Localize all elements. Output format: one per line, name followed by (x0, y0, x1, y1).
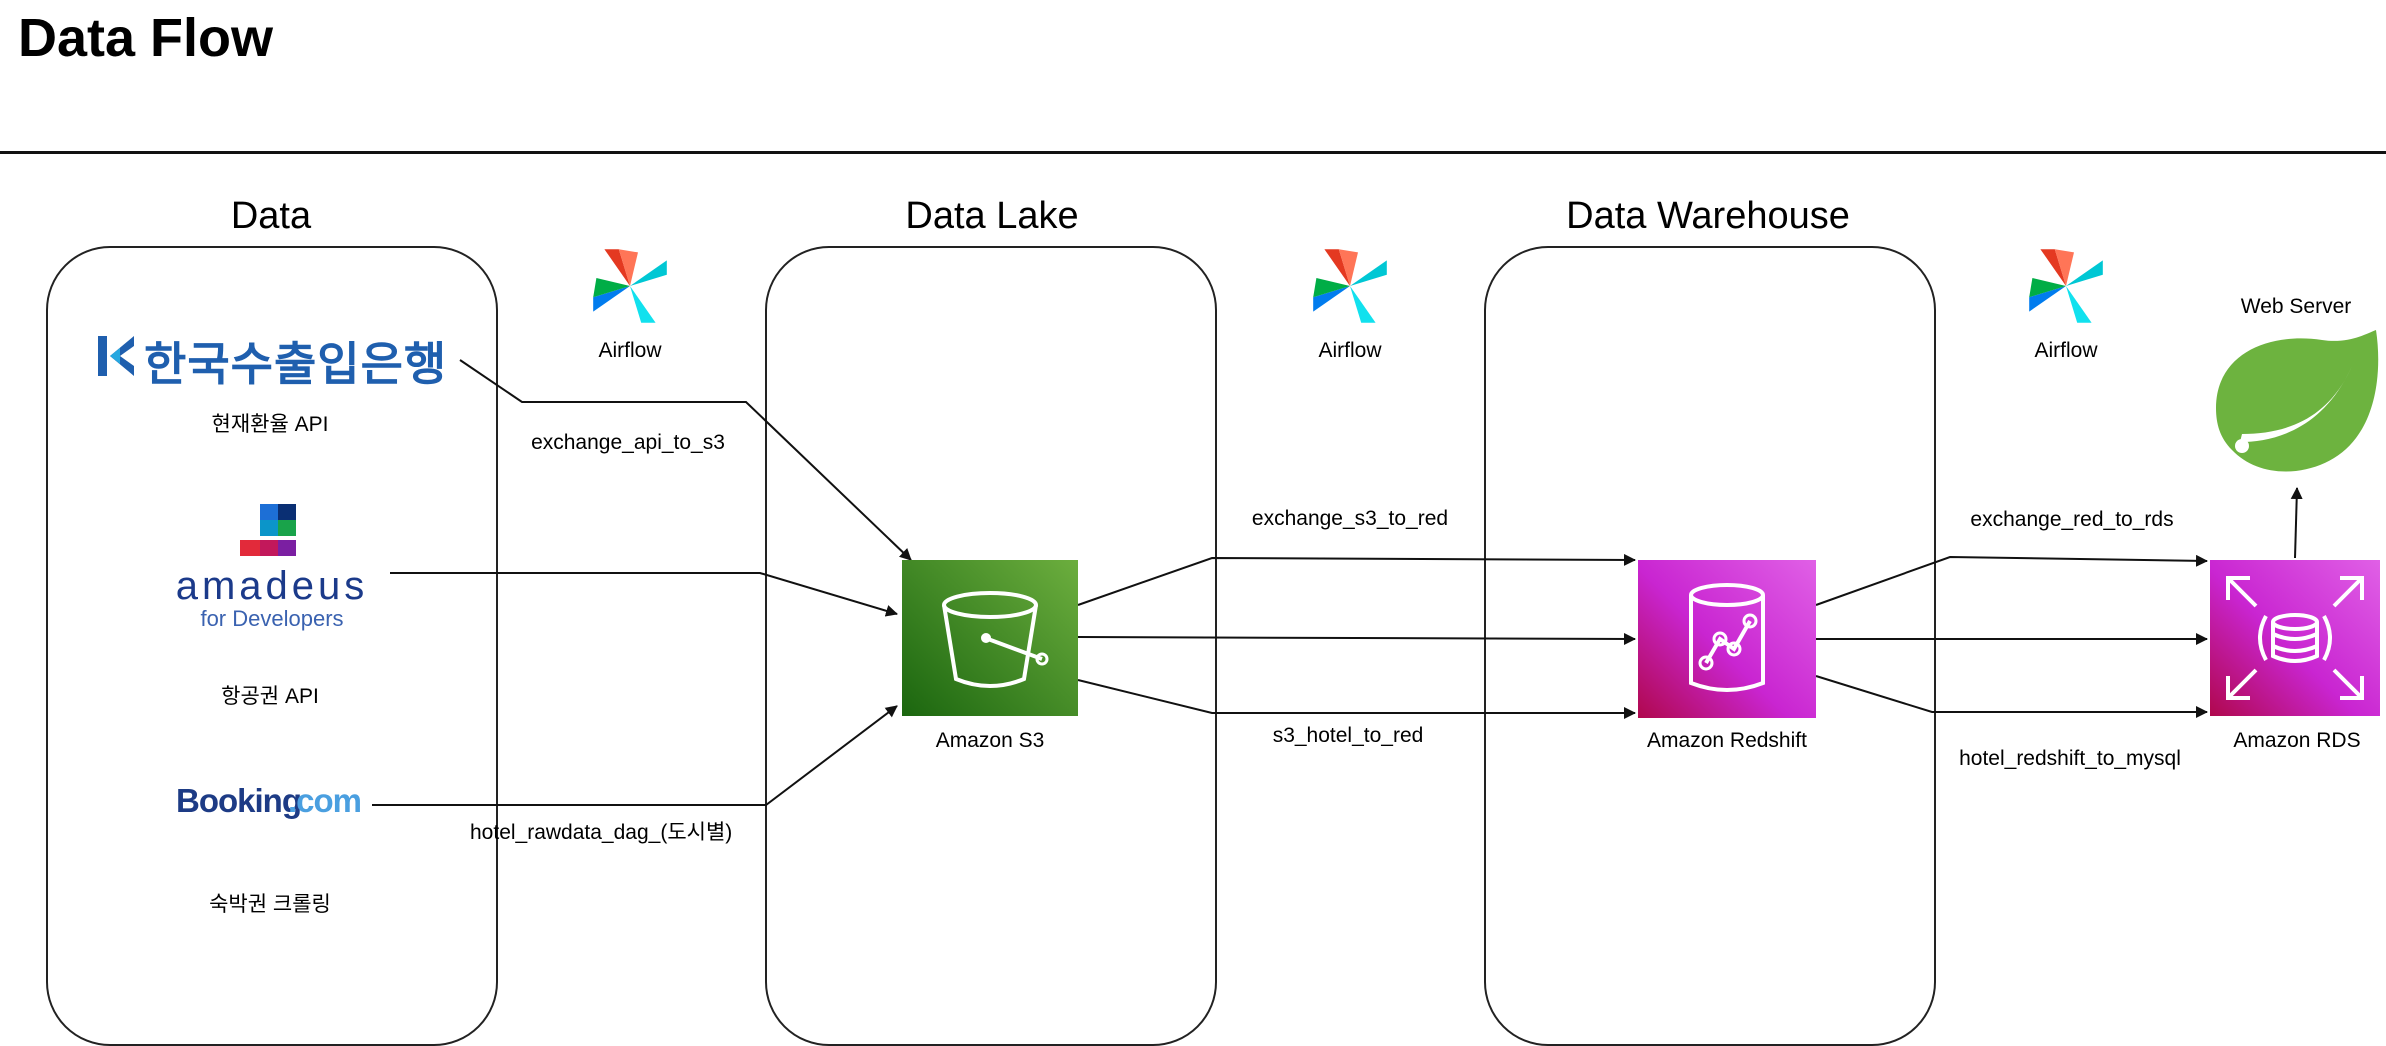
airflow-icon (593, 249, 667, 323)
edge-label-hotel-redshift-to-mysql: hotel_redshift_to_mysql (1959, 747, 2181, 770)
source-caption-exchange-rate: 현재환율 API (211, 413, 329, 436)
section-title-data-warehouse: Data Warehouse (1566, 195, 1850, 237)
edge-amadeus-to-s3 (390, 572, 898, 617)
airflow-label: Airflow (598, 339, 662, 362)
edge-label-exchange-s3-to-red: exchange_s3_to_red (1251, 507, 1449, 530)
redshift-icon (1689, 583, 1765, 692)
section-title-data-lake: Data Lake (905, 195, 1079, 237)
edge-exchange-api-to-s3 (459, 359, 912, 561)
amadeus-for-developers-text: for Developers (200, 606, 344, 631)
edge-s3-hotel-to-red (1077, 679, 1636, 719)
edge-label-exchange-red-to-rds: exchange_red_to_rds (1970, 508, 2174, 531)
web-server-label: Web Server (2240, 295, 2352, 318)
amazon-redshift-label: Amazon Redshift (1647, 729, 1807, 752)
amazon-s3-label: Amazon S3 (935, 729, 1045, 752)
edge-booking-to-s3 (372, 705, 898, 806)
source-caption-lodging-crawling: 숙박권 크롤링 (209, 893, 331, 916)
amazon-rds-label: Amazon RDS (2233, 729, 2361, 752)
airflow-node-1: Airflow (582, 246, 678, 366)
section-title-data: Data (230, 195, 312, 237)
amazon-rds-node (2210, 560, 2380, 716)
koreaexim-logo-text: 한국수출입은행 (144, 338, 448, 390)
airflow-node-3: Airflow (2018, 246, 2114, 366)
page-title: Data Flow (18, 8, 274, 68)
edge-label-exchange-api-to-s3: exchange_api_to_s3 (531, 431, 725, 454)
edge-exchange-s3-to-red (1077, 553, 1636, 606)
s3-bucket-icon (942, 591, 1049, 688)
edge-rds-to-web-server (2290, 487, 2303, 559)
edge-label-hotel-rawdata-dag: hotel_rawdata_dag_(도시별) (470, 821, 733, 844)
booking-logo-dotcom: .com (288, 782, 362, 819)
koreaexim-k-icon (98, 336, 134, 376)
spring-leaf-icon (2216, 330, 2379, 472)
edge-exchange-red-to-rds (1815, 554, 2208, 606)
airflow-label: Airflow (2034, 339, 2098, 362)
source-caption-flight-api: 항공권 API (221, 685, 319, 708)
edge-label-s3-hotel-to-red: s3_hotel_to_red (1272, 724, 1424, 747)
amadeus-logo: amadeus for Developers (172, 490, 372, 631)
booking-logo-text: Booking (176, 782, 302, 819)
amazon-s3-node (902, 560, 1078, 716)
data-panel (46, 246, 498, 1046)
airflow-icon (2029, 249, 2103, 323)
rds-icon (2226, 576, 2364, 700)
amadeus-blocks-icon (240, 504, 296, 556)
edge-s3-to-red-middle (1077, 632, 1636, 645)
booking-logo: Booking .com (172, 782, 372, 822)
edge-hotel-redshift-to-mysql (1815, 675, 2208, 718)
airflow-label: Airflow (1318, 339, 1382, 362)
title-divider (0, 151, 2386, 154)
koreaexim-logo: 한국수출입은행 (92, 330, 452, 390)
amazon-redshift-node (1638, 560, 1816, 718)
amadeus-logo-text: amadeus (175, 564, 369, 608)
airflow-icon (1313, 249, 1387, 323)
airflow-node-2: Airflow (1302, 246, 1398, 366)
